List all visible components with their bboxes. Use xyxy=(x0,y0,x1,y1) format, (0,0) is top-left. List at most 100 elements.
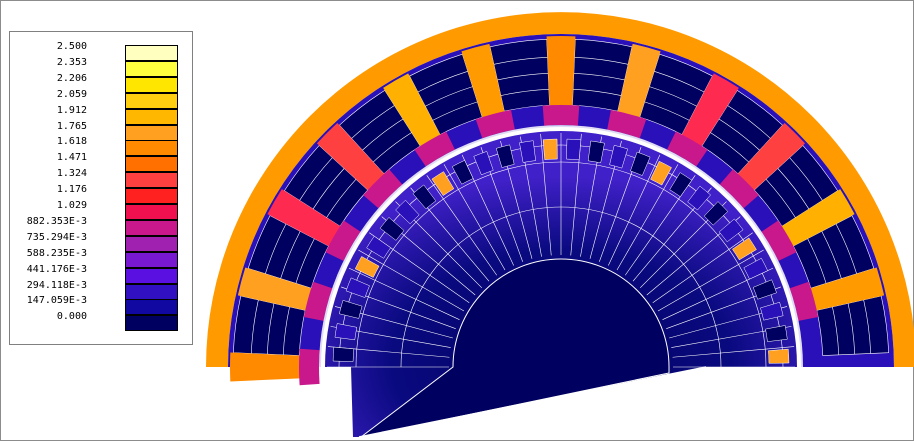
stator-tooth xyxy=(237,267,323,313)
slot-mesh-line xyxy=(573,72,625,81)
slot-mesh-line xyxy=(351,105,395,139)
rotor-mesh-arc xyxy=(355,161,767,368)
rotor-bar xyxy=(395,199,420,225)
legend-color-swatch xyxy=(125,172,178,189)
slot-mesh-line xyxy=(649,86,697,107)
rotor-bar xyxy=(354,256,380,278)
legend-label: 588.235E-3 xyxy=(26,247,87,259)
stator-tooth xyxy=(383,73,446,157)
rotor-mesh-radial xyxy=(652,232,753,304)
stator-tooth xyxy=(615,43,661,129)
stator-tooth-tip xyxy=(789,281,819,321)
stator-tooth-tip xyxy=(303,281,333,321)
rotor-core-shaft xyxy=(360,258,670,438)
rotor-bar xyxy=(519,140,536,163)
stator-tooth-tip xyxy=(475,109,515,139)
legend-label: 294.118E-3 xyxy=(26,279,87,291)
legend-color-swatch xyxy=(125,251,178,268)
slot-mesh-line xyxy=(654,71,705,93)
legend-color-swatch xyxy=(125,188,178,205)
legend-color-swatch xyxy=(125,60,178,77)
rotor-bar xyxy=(765,325,788,342)
slot-mesh-line xyxy=(265,223,287,274)
slot-mesh-line xyxy=(500,88,549,96)
legend-color-swatch xyxy=(125,92,178,109)
slot-mesh-line xyxy=(280,231,301,279)
rotor-bar xyxy=(566,138,582,161)
rotor-mesh-lines xyxy=(327,133,795,368)
slot-mesh-line xyxy=(710,132,750,163)
rotor-mesh-radial xyxy=(443,164,506,271)
legend-label: 1.324 xyxy=(56,168,87,180)
rotor-bar xyxy=(718,218,744,243)
stator-tooth xyxy=(316,122,393,199)
legend-label: 2.206 xyxy=(56,72,87,84)
rotor-bar xyxy=(650,160,672,186)
stator-tooth-tip xyxy=(325,220,361,261)
stator-tooth-tip xyxy=(667,131,708,167)
slot-mesh-line xyxy=(765,178,796,218)
legend-color-swatch xyxy=(125,76,178,93)
rotor-bar xyxy=(630,151,651,176)
slot-mesh-line xyxy=(644,101,690,121)
rotor-bar xyxy=(760,301,784,321)
rotor-mesh-radial xyxy=(672,346,795,358)
stator-tooth-tip xyxy=(761,220,797,261)
slot-mesh-line xyxy=(282,306,290,355)
stator-tooth xyxy=(267,189,351,252)
stator-tooth-tip xyxy=(542,105,580,126)
slot-mesh-line xyxy=(789,157,823,201)
legend-label: 1.029 xyxy=(56,200,87,211)
legend-label: 2.500 xyxy=(56,41,87,52)
rotor-bar xyxy=(431,171,455,196)
legend-color-swatch xyxy=(125,299,178,316)
rotor-bar xyxy=(732,237,757,261)
stator-slot-group xyxy=(232,38,890,356)
rotor-bar xyxy=(768,348,790,364)
slot-mesh-line xyxy=(573,88,622,96)
stator-slot xyxy=(816,295,890,356)
slot-mesh-line xyxy=(295,238,315,284)
legend-color-swatch xyxy=(125,235,178,252)
legend-label: 441.176E-3 xyxy=(26,263,87,275)
stator-tooth xyxy=(230,352,312,382)
legend-color-swatch xyxy=(125,45,178,61)
rotor-bar xyxy=(334,323,358,341)
legend-color-swatch xyxy=(125,108,178,125)
stator-tooth-tip xyxy=(607,109,647,139)
slot-mesh-line xyxy=(574,56,629,65)
slot-mesh-line xyxy=(326,178,357,218)
rotor-bar xyxy=(743,257,768,280)
stator-tooth xyxy=(461,43,507,129)
rotor-bar xyxy=(609,144,628,169)
rotor-bar xyxy=(587,140,605,164)
rotor-bar xyxy=(687,185,711,211)
slot-mesh-line xyxy=(417,71,468,93)
stator-tooth xyxy=(729,122,806,199)
rotor-bar xyxy=(473,151,494,176)
rotor-bar xyxy=(752,279,777,300)
rotor-mesh-arc xyxy=(400,206,722,368)
rotor-bar xyxy=(542,138,558,160)
legend-color-swatch xyxy=(125,140,178,157)
legend-label: 1.912 xyxy=(56,104,87,116)
rotor-mesh-radial xyxy=(358,249,465,312)
stator-tooth xyxy=(799,267,885,313)
slot-mesh-line xyxy=(312,168,345,210)
legend-label: 0.000 xyxy=(56,311,87,323)
slot-mesh-line xyxy=(821,231,842,279)
slot-mesh-line xyxy=(718,118,760,151)
rotor-mesh-radial xyxy=(616,164,679,271)
legend-label: 2.353 xyxy=(56,56,87,68)
stator-tooth-tip xyxy=(363,169,403,209)
slot-mesh-line xyxy=(362,118,404,151)
rotor-bar xyxy=(345,277,370,298)
slot-mesh-line xyxy=(497,72,549,81)
stator-tooth-tip xyxy=(719,169,759,209)
slot-mesh-line xyxy=(425,86,473,107)
stator-tooth xyxy=(771,189,855,252)
rotor-bar xyxy=(332,346,355,362)
slot-mesh-line xyxy=(727,105,771,139)
